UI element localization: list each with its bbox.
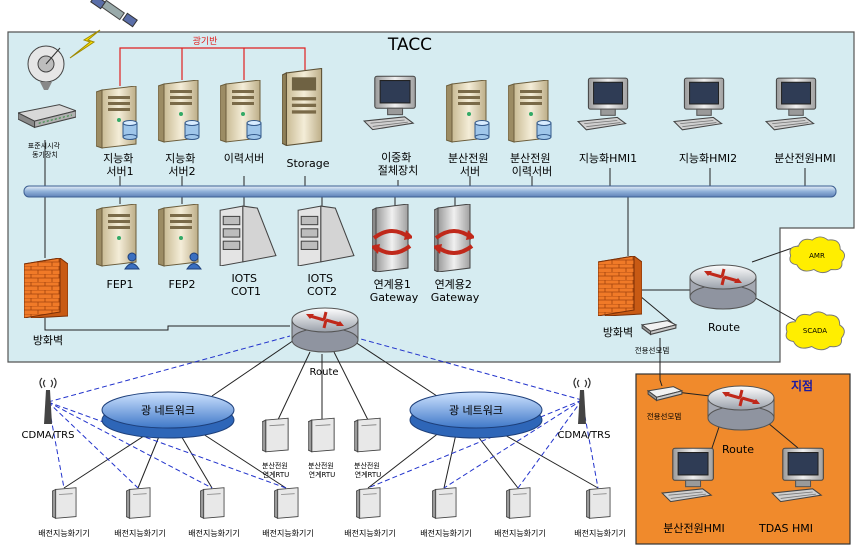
- amr-label: AMR: [809, 252, 825, 260]
- field-device-icon: [200, 487, 225, 519]
- firewall-right-icon: [598, 256, 642, 316]
- field-device-icon: [126, 487, 151, 519]
- antenna-left-icon: [39, 377, 57, 425]
- history-server-label: 이력서버: [224, 152, 264, 165]
- cdma-left-label: CDMA/TRS: [22, 430, 75, 441]
- field-device-icon: [356, 487, 381, 519]
- optical-network-right-label: 광 네트워크: [449, 404, 503, 417]
- backbone-bus: [23, 185, 837, 198]
- field-device-icon: [274, 487, 299, 519]
- iots-cot2-label: IOTS COT2: [307, 272, 337, 298]
- field-device-label: 배전지능화기기: [494, 528, 546, 538]
- hmi2-label: 지능화HMI2: [679, 152, 737, 165]
- field-device-label: 배전지능화기기: [420, 528, 472, 538]
- rtu-icon: [308, 417, 335, 453]
- db-icon: [246, 120, 262, 140]
- router-right-label: Route: [708, 321, 740, 334]
- gateway2-icon: [434, 204, 474, 272]
- dish-icon: [27, 45, 65, 90]
- iots-cot1-label: IOTS COT1: [231, 272, 261, 298]
- router-branch-icon: [706, 384, 776, 432]
- router-branch-label: Route: [722, 443, 754, 456]
- firewall-left-icon: [24, 258, 68, 318]
- satellite-icon: [90, 0, 138, 28]
- gateway1-label: 연계용1 Gateway: [370, 278, 419, 304]
- optical-network-right: [409, 391, 543, 439]
- dist-history-label: 분산전원 이력서버: [510, 152, 554, 178]
- rtu-label: 분산전원 연계RTU: [262, 461, 290, 479]
- optical-network-left-label: 광 네트워크: [141, 404, 195, 417]
- dist-server-label: 분산전원 서버: [448, 152, 492, 178]
- tacc-title: TACC: [387, 35, 432, 55]
- branch-modem-label: 전용선모뎀: [647, 411, 682, 421]
- db-icon: [184, 120, 200, 140]
- server2-label: 지능화 서버2: [165, 152, 199, 178]
- field-device-icon: [432, 487, 457, 519]
- rtu-icon: [262, 417, 289, 453]
- optical-panel-links: [119, 47, 306, 86]
- field-device-label: 배전지능화기기: [38, 528, 90, 538]
- fep1-label: FEP1: [107, 278, 134, 291]
- firewall-left-label: 방화벽: [33, 334, 63, 347]
- gateway1-icon: [372, 204, 412, 272]
- hmi1-label: 지능화HMI1: [579, 152, 637, 165]
- field-device-label: 배전지능화기기: [262, 528, 314, 538]
- time-sync-label: 표준시시각 동기장치: [28, 142, 62, 159]
- branch-title: 지점: [791, 378, 813, 393]
- scada-label: SCADA: [803, 327, 827, 335]
- router-main-label: Route: [309, 367, 338, 378]
- rtu-label: 분산전원 연계RTU: [308, 461, 336, 479]
- field-device-label: 배전지능화기기: [114, 528, 166, 538]
- db-icon: [122, 120, 138, 140]
- antenna-right-icon: [573, 377, 591, 425]
- redundancy-label: 이중화 절체장치: [378, 151, 418, 177]
- cdma-right-label: CDMA/TRS: [558, 430, 611, 441]
- storage-icon: [282, 68, 323, 146]
- field-device-icon: [586, 487, 611, 519]
- db-icon: [474, 120, 490, 140]
- signal-bolt-icon: [69, 29, 101, 59]
- rtu-icon: [354, 417, 381, 453]
- field-device-icon: [52, 487, 77, 519]
- field-device-icon: [506, 487, 531, 519]
- optical-network-left: [101, 391, 235, 439]
- storage-label: Storage: [286, 157, 329, 170]
- branch-hmi2-label: TDAS HMI: [758, 522, 813, 535]
- field-device-label: 배전지능화기기: [344, 528, 396, 538]
- rtu-label: 분산전원 연계RTU: [354, 461, 382, 479]
- field-device-label: 배전지능화기기: [188, 528, 240, 538]
- router-right-icon: [688, 263, 758, 311]
- dist-hmi-label: 분산전원HMI: [774, 152, 836, 165]
- firewall-right-label: 방화벽: [603, 326, 633, 339]
- field-device-label: 배전지능화기기: [574, 528, 626, 538]
- server1-label: 지능화 서버1: [103, 152, 137, 178]
- branch-hmi1-label: 분산전원HMI: [663, 522, 725, 535]
- connection-lines: [44, 140, 806, 489]
- optical-panel-label: 광기반: [193, 35, 218, 47]
- db-icon: [536, 120, 552, 140]
- fep2-label: FEP2: [169, 278, 196, 291]
- gateway2-label: 연계용2 Gateway: [431, 278, 480, 304]
- wireless-links: [47, 335, 599, 489]
- router-main-icon: [290, 306, 360, 354]
- dedicated-modem-label: 전용선모뎀: [635, 345, 670, 355]
